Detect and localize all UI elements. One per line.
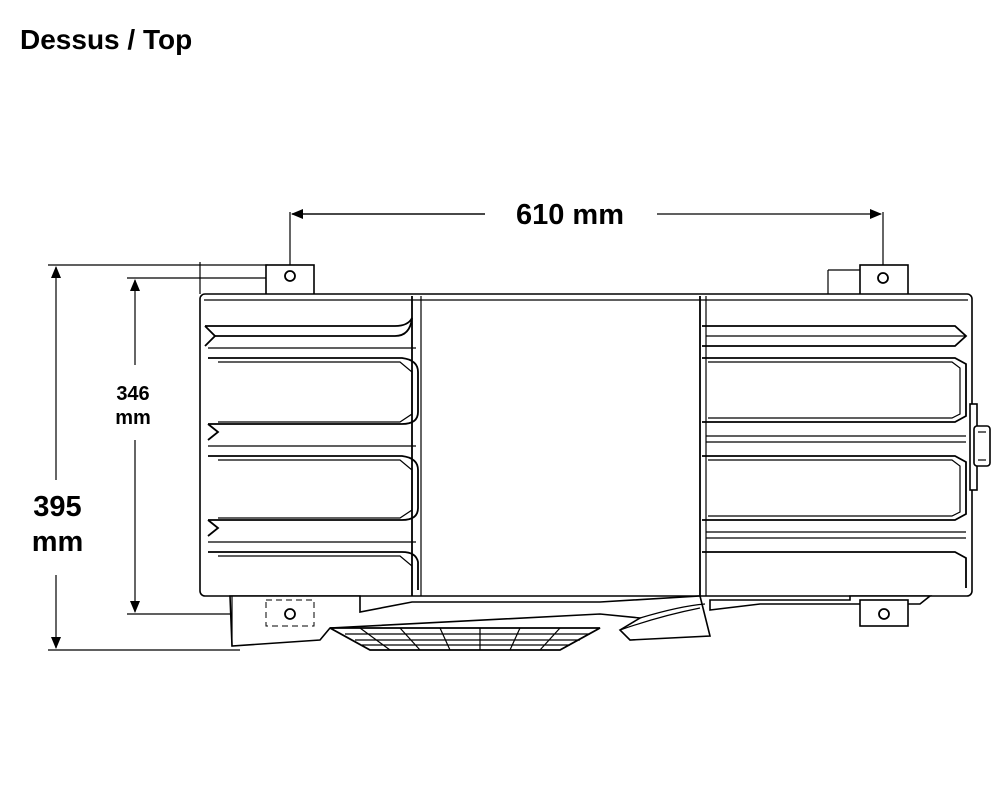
total-depth-unit: mm	[31, 525, 84, 558]
inner-depth-unit: mm	[115, 407, 151, 429]
right-cooling-fins	[702, 325, 968, 588]
unit-housing	[199, 293, 973, 597]
total-depth-dimension-line	[48, 264, 268, 651]
left-cooling-fins	[204, 317, 419, 590]
width-dimension-line	[289, 209, 884, 268]
width-dimension-label: 610 mm	[515, 199, 624, 231]
side-connector	[969, 403, 991, 491]
total-depth-value: 395	[33, 491, 82, 523]
bottom-fan-assembly	[229, 595, 933, 651]
total-depth-dimension-label: 395 mm	[15, 490, 100, 560]
mounting-bracket-bottom-left	[265, 599, 315, 627]
page-title: Dessus / Top	[20, 24, 193, 55]
mounting-bracket-bottom-right	[859, 599, 909, 627]
inner-depth-dimension-label: 346 mm	[98, 382, 168, 430]
inner-depth-value: 346	[116, 383, 150, 405]
mounting-bracket-top-left	[265, 264, 315, 296]
mounting-bracket-top-right	[827, 264, 909, 296]
